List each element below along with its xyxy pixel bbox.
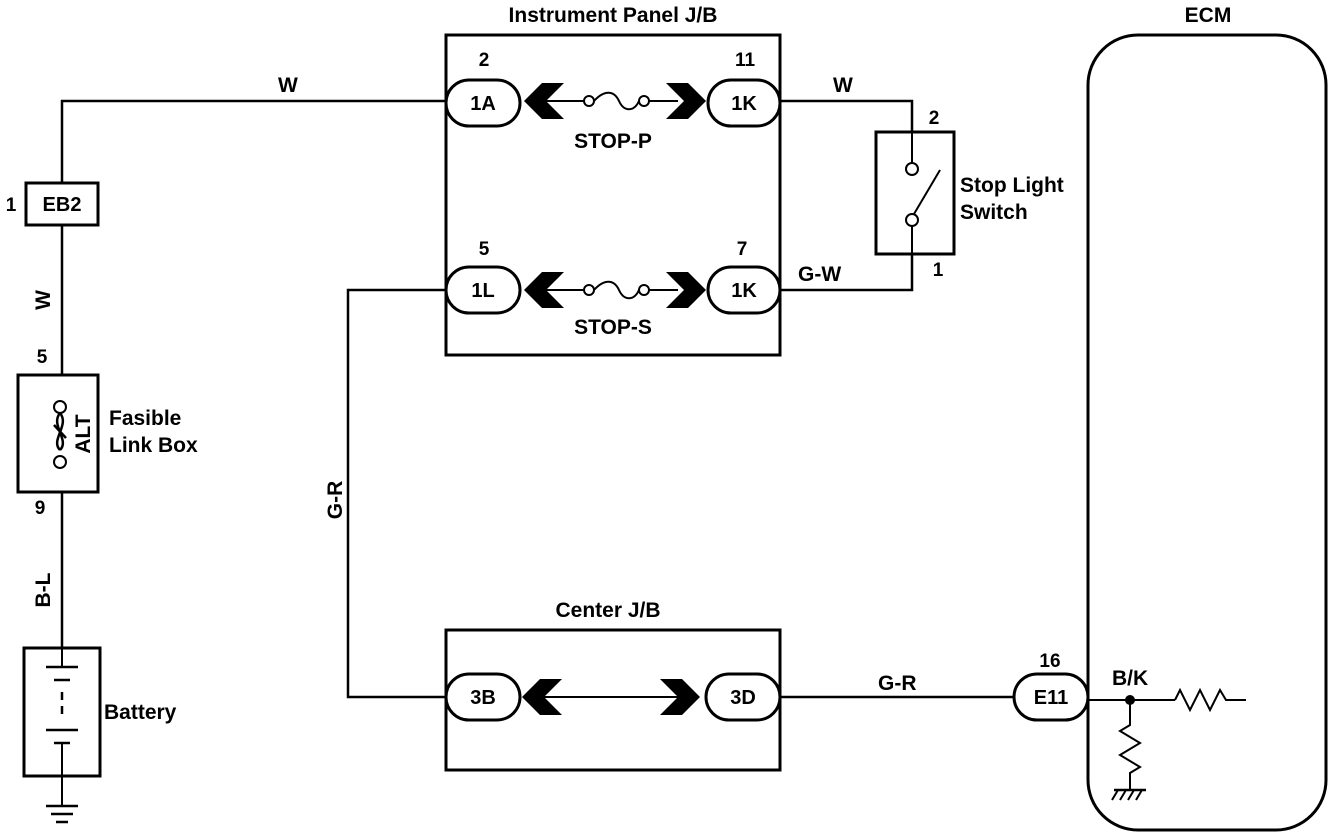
fusible-label-line1: Fasible bbox=[109, 407, 181, 430]
fusible-link-box bbox=[16, 373, 100, 494]
ecm-pin: 16 bbox=[1039, 651, 1060, 672]
switch-pin-bottom: 1 bbox=[933, 260, 944, 281]
connector-1k-bottom bbox=[706, 265, 782, 315]
stop-s-left-arrow bbox=[524, 272, 564, 308]
stop-p-terminal-right bbox=[638, 95, 650, 107]
connector-1k-top-label: 1K bbox=[731, 93, 757, 115]
eb2-pin: 1 bbox=[6, 195, 17, 216]
stop-s-fuse-icon bbox=[593, 280, 640, 300]
connector-3d-label: 3D bbox=[730, 687, 756, 709]
fusible-terminal-top bbox=[53, 400, 67, 414]
fusible-pin-top: 5 bbox=[37, 347, 48, 368]
wire-label-stop-s-out: G-W bbox=[798, 263, 841, 286]
switch-contact-bottom bbox=[905, 213, 919, 227]
stop-p-terminal-left bbox=[583, 95, 595, 107]
eb2-label: EB2 bbox=[43, 194, 82, 216]
connector-1k-top bbox=[706, 78, 782, 128]
ecm-resistor-horizontal bbox=[1174, 687, 1246, 713]
fusible-terminal-bottom bbox=[53, 455, 67, 469]
connector-1k-bottom-label: 1K bbox=[731, 280, 757, 302]
wire-label-battery: B-L bbox=[32, 572, 55, 607]
stop-p-fuse-icon bbox=[593, 91, 640, 111]
wire-label-gr-vertical: G-R bbox=[324, 481, 347, 520]
connector-1a bbox=[444, 78, 522, 128]
connector-1l-label: 1L bbox=[471, 280, 494, 302]
stop-p-left-arrow bbox=[524, 83, 564, 119]
connector-1a-label: 1A bbox=[470, 93, 496, 115]
center-right-arrow bbox=[660, 679, 700, 715]
wire-w-switch bbox=[780, 99, 914, 132]
battery-label: Battery bbox=[104, 701, 177, 724]
stop-s-terminal-right bbox=[638, 284, 650, 296]
fusible-label-line2: Link Box bbox=[109, 434, 198, 457]
stop-s-left-pin: 5 bbox=[479, 239, 490, 260]
instrument-panel-title: Instrument Panel J/B bbox=[509, 4, 718, 27]
wire-gr-vertical bbox=[346, 288, 446, 699]
wire-w-top bbox=[60, 99, 446, 183]
fusible-pin-bottom: 9 bbox=[35, 498, 46, 519]
connector-3d bbox=[704, 672, 782, 722]
switch-label-line1: Stop Light bbox=[960, 174, 1064, 197]
connector-e11-label: E11 bbox=[1034, 687, 1068, 709]
stop-p-label: STOP-P bbox=[574, 130, 652, 153]
ecm-resistor-vertical bbox=[1118, 700, 1142, 790]
ecm-title: ECM bbox=[1185, 4, 1232, 27]
wire-label-gr-ecm: G-R bbox=[878, 672, 917, 695]
fusible-alt-label: ALT bbox=[72, 414, 95, 453]
stop-s-terminal-left bbox=[583, 284, 595, 296]
connector-3b-label: 3B bbox=[470, 687, 496, 709]
ecm-wire-label: B/K bbox=[1112, 667, 1148, 690]
connector-3b bbox=[444, 672, 522, 722]
connector-e11 bbox=[1012, 672, 1090, 722]
stop-p-left-pin: 2 bbox=[479, 50, 490, 71]
stop-s-right-pin: 7 bbox=[737, 239, 748, 260]
wire-label-top-left: W bbox=[278, 74, 298, 97]
wire-gw-switch bbox=[780, 254, 914, 292]
wire-label-stop-p-out: W bbox=[833, 74, 853, 97]
eb2-connector bbox=[24, 181, 100, 227]
stop-s-right-arrow bbox=[666, 272, 706, 308]
stop-p-right-pin: 11 bbox=[735, 50, 756, 71]
center-jb-title: Center J/B bbox=[555, 599, 660, 622]
wire-label-eb2-down: W bbox=[32, 290, 55, 310]
stop-s-label: STOP-S bbox=[574, 316, 652, 339]
instrument-panel-box bbox=[444, 33, 782, 357]
connector-1l bbox=[444, 265, 522, 315]
ecm-box bbox=[1086, 33, 1328, 832]
switch-contact-top bbox=[905, 162, 919, 176]
stop-p-right-arrow bbox=[666, 83, 706, 119]
fusible-link-icon bbox=[53, 412, 67, 451]
switch-pin-top: 2 bbox=[929, 108, 940, 129]
switch-lever-icon bbox=[913, 169, 941, 215]
stop-light-switch-box bbox=[874, 130, 956, 256]
ecm-ground-icon bbox=[1111, 789, 1143, 801]
switch-label-line2: Switch bbox=[960, 201, 1028, 224]
center-left-arrow bbox=[522, 679, 562, 715]
